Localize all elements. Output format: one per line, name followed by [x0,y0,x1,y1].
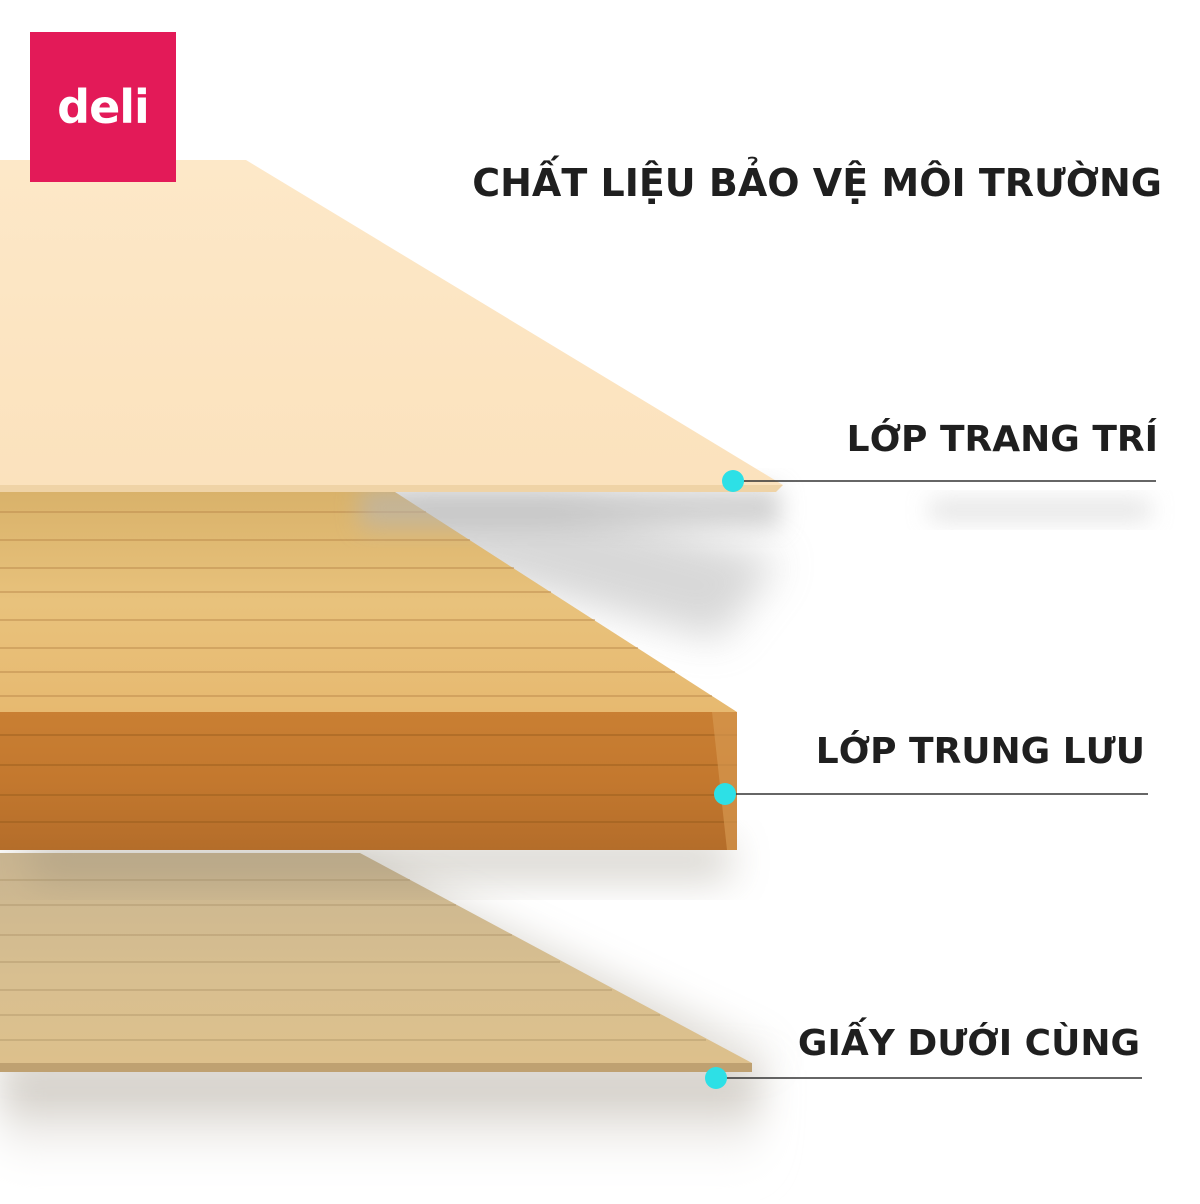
top-layer-sheet [0,160,783,492]
layer-label-bottom-paper: GIẤY DƯỚI CÙNG [797,1023,1140,1064]
layer-label-decorative: LỚP TRANG TRÍ [846,419,1158,460]
middle-layer-board [0,492,737,850]
marker-dot-mid [714,783,736,805]
page-title: CHẤT LIỆU BẢO VỆ MÔI TRƯỜNG [472,161,1162,205]
deli-logo-text: deli [57,80,150,134]
markers [705,470,744,1089]
leader-lines [716,480,1156,1079]
middle-layer-front-grain [0,734,737,823]
layer-label-middle: LỚP TRUNG LƯU [815,731,1145,772]
marker-dot-bot [705,1067,727,1089]
bottom-layer-sheet [0,853,752,1072]
marker-dot-top [722,470,744,492]
top-layer-shadow [360,488,1150,528]
middle-layer-grain [0,511,712,697]
deli-logo: deli [30,32,176,182]
